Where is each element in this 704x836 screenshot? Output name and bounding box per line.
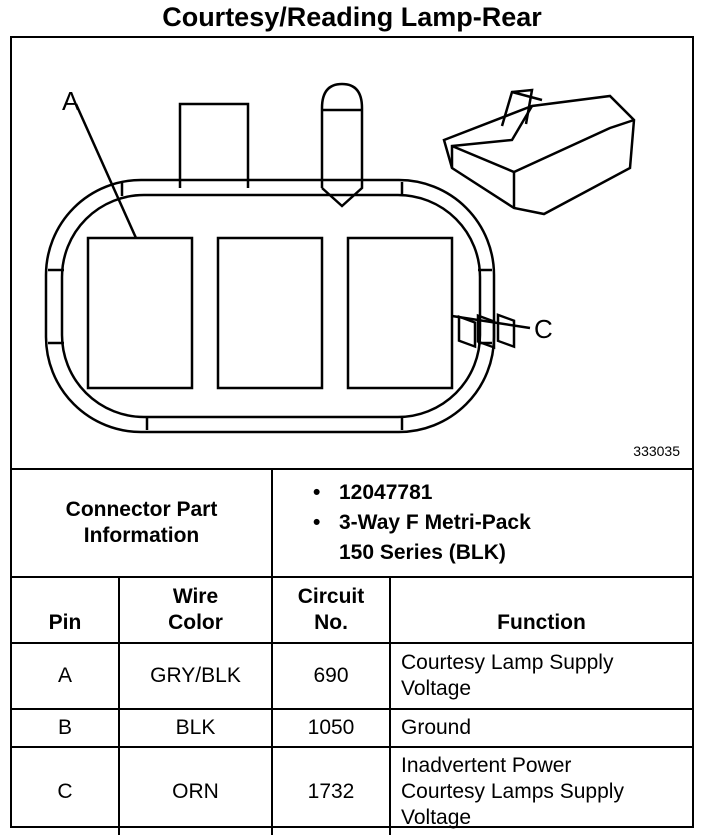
table-row: A GRY/BLK 690 Courtesy Lamp Supply Volta… <box>12 642 692 710</box>
row-a-pin: A <box>12 642 120 710</box>
header-circuit-line1: Circuit <box>297 585 365 608</box>
pin-label-c: C <box>534 314 553 344</box>
header-wire-color: Wire Color <box>118 576 273 644</box>
connector-frame: A C 333035 Connector Part Information 12… <box>10 36 694 835</box>
connector-description-line1: 3-Way F Metri-Pack <box>339 511 531 534</box>
table-row: C ORN 1732 Inadvertent Power Courtesy La… <box>12 746 692 835</box>
cavity-a <box>86 236 194 390</box>
row-b-pin: B <box>12 708 120 748</box>
latch-tab-rounded <box>320 82 364 208</box>
connector-description-line2: 150 Series (BLK) <box>339 541 506 564</box>
row-b-circuit: 1050 <box>271 708 391 748</box>
row-a-function-line1: Courtesy Lamp Supply <box>401 651 614 674</box>
header-wire-color-line2: Color <box>168 611 223 634</box>
connector-diagram: A C 333035 <box>12 38 692 468</box>
connector-info-row: Connector Part Information 12047781 3-Wa… <box>12 469 692 578</box>
row-b-function-line1: Ground <box>401 716 472 739</box>
row-b-function: Ground <box>389 708 692 748</box>
connector-info-label-line1: Connector Part <box>65 498 218 521</box>
connector-info-label-line2: Information <box>83 524 200 547</box>
row-a-circuit: 690 <box>271 642 391 710</box>
row-c-wire-color: ORN <box>118 746 273 835</box>
table-row: B BLK 1050 Ground <box>12 708 692 748</box>
connector-isometric-sketch <box>442 88 636 350</box>
part-number: 12047781 <box>313 478 692 508</box>
row-c-function-line2: Courtesy Lamps Supply <box>401 779 624 803</box>
connector-outer-shell <box>44 178 496 434</box>
cavity-b <box>216 236 324 390</box>
row-c-pin: C <box>12 746 120 835</box>
cavity-c <box>346 236 454 390</box>
pinout-table: Connector Part Information 12047781 3-Wa… <box>12 468 692 835</box>
row-c-function-line1: Inadvertent Power <box>401 753 572 777</box>
header-circuit: Circuit No. <box>271 576 391 644</box>
connector-face-drawing: A C <box>44 82 636 434</box>
connector-info-values: 12047781 3-Way F Metri-Pack 150 Series (… <box>271 469 692 578</box>
header-circuit-line2: No. <box>314 611 348 634</box>
header-pin: Pin <box>12 576 120 644</box>
row-c-circuit: 1732 <box>271 746 391 835</box>
header-function: Function <box>389 576 692 644</box>
table-header-row: Pin Wire Color Circuit No. Function <box>12 576 692 644</box>
row-a-function-line2: Voltage <box>401 677 472 700</box>
row-a-wire-color: GRY/BLK <box>118 642 273 710</box>
latch-tab-square <box>178 102 250 188</box>
connector-inner-shell <box>60 193 482 419</box>
connector-info-label: Connector Part Information <box>12 469 273 578</box>
leader-line-a <box>74 103 138 239</box>
page-title: Courtesy/Reading Lamp-Rear <box>162 2 542 32</box>
row-c-function-line3: Voltage <box>401 805 472 829</box>
row-b-wire-color: BLK <box>118 708 273 748</box>
figure-number: 333035 <box>633 443 680 459</box>
header-wire-color-line1: Wire <box>172 585 219 608</box>
row-c-function: Inadvertent Power Courtesy Lamps Supply … <box>389 746 692 835</box>
pin-label-a: A <box>62 86 80 116</box>
connector-description: 3-Way F Metri-Pack 150 Series (BLK) <box>313 508 692 568</box>
row-a-function: Courtesy Lamp Supply Voltage <box>389 642 692 710</box>
